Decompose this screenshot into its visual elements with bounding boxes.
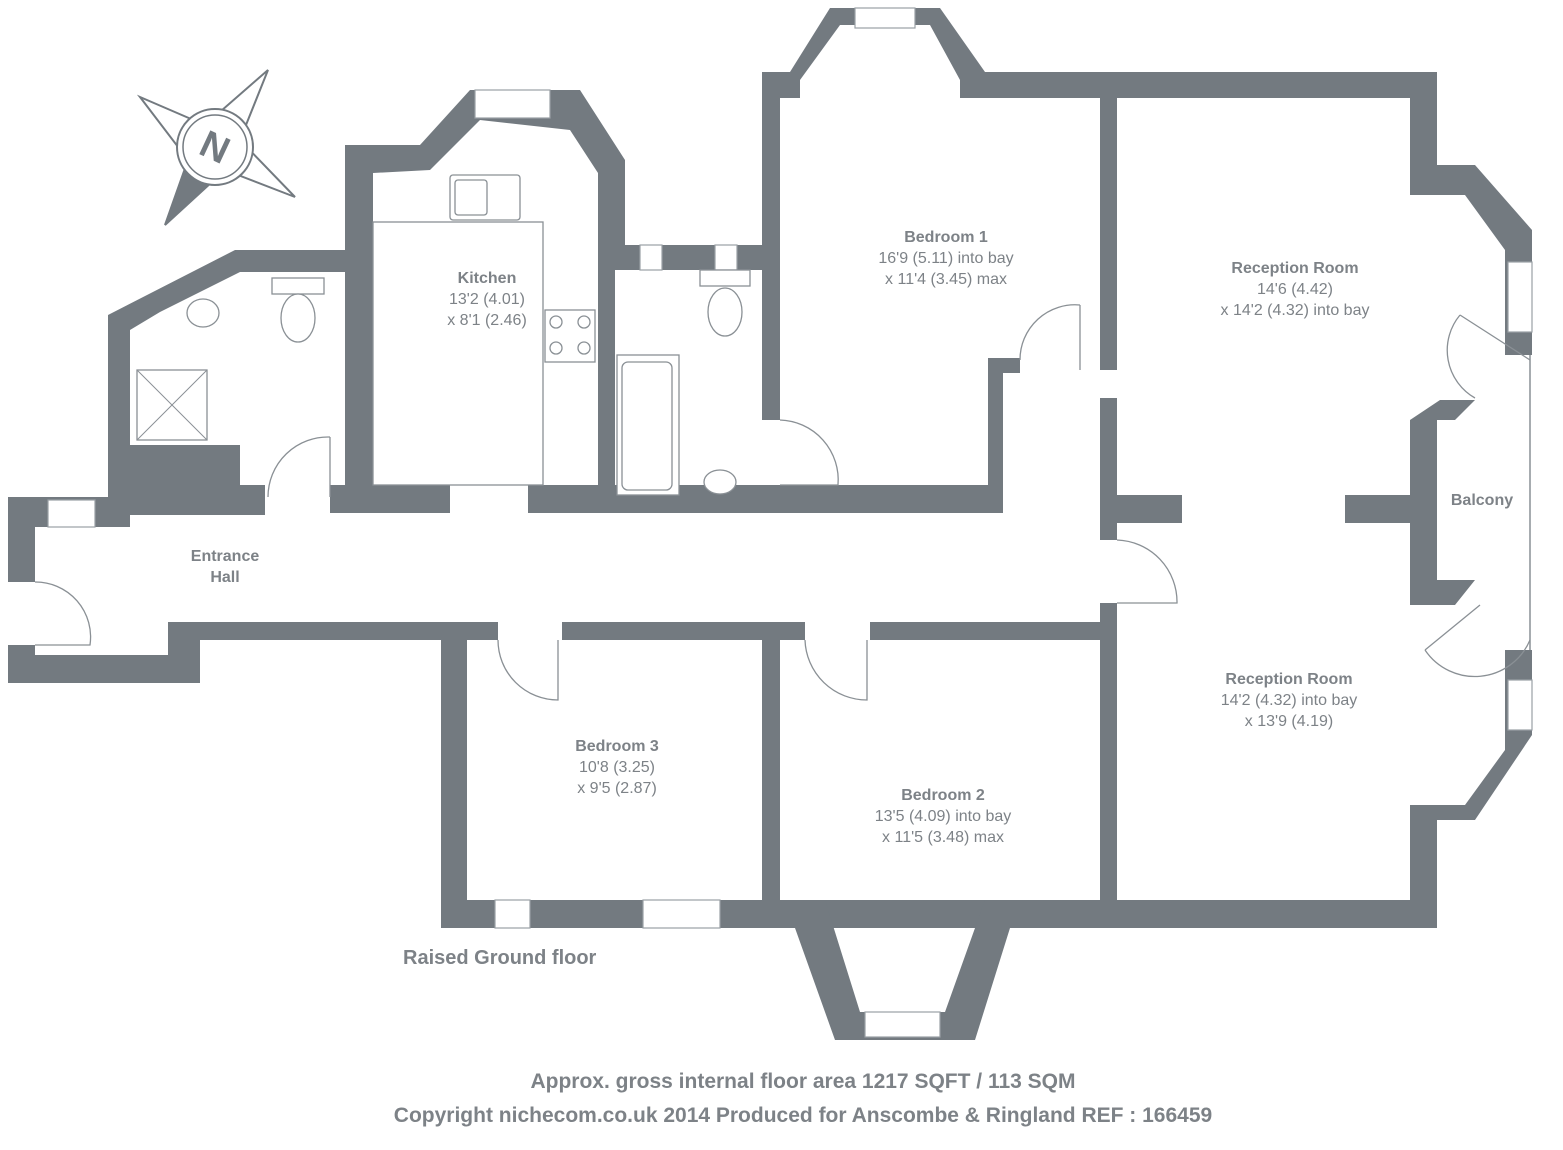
doors: [34, 304, 1531, 701]
floor-area: Approx. gross internal floor area 1217 S…: [530, 1070, 1076, 1093]
walls: [8, 8, 1532, 1040]
compass-icon: N: [136, 69, 296, 226]
copyright: Copyright nichecom.co.uk 2014 Produced f…: [393, 1104, 1213, 1127]
floor-name: Raised Ground floor: [403, 947, 597, 969]
room-label-balcony: Balcony: [1450, 492, 1514, 509]
windows: [47, 7, 1533, 1038]
fixtures: [136, 174, 751, 496]
